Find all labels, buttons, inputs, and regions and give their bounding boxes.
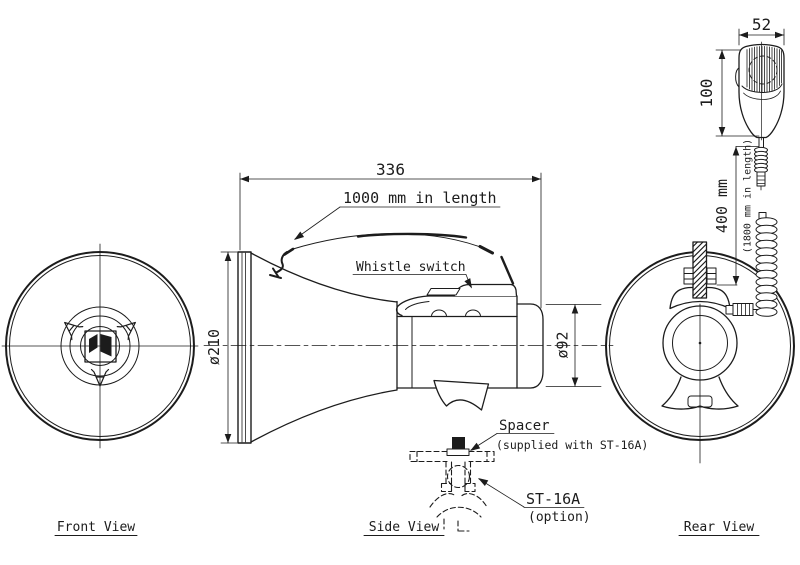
front-driver-circle [69, 315, 131, 377]
st16a-bracket-dashed [409, 450, 495, 532]
horn-top-curve [250, 252, 398, 303]
strap-hook-left [275, 251, 288, 274]
mic-cord-coil [754, 146, 768, 174]
view-labels: Front View Side View Rear View [54, 520, 760, 536]
spacer-callout: Spacer (supplied with ST-16A) [470, 418, 648, 452]
front-view-label: Front View [57, 520, 135, 535]
dimension-mic-cord: 400 mm (1800 mm in length) [713, 139, 760, 286]
side-view-drawing [203, 232, 614, 444]
coiled-cord [755, 212, 778, 317]
st16a-text: ST-16A [526, 490, 580, 508]
brand-logo-icon [89, 334, 98, 353]
microphone-drawing [735, 41, 785, 191]
mic-grill-edge-lower [743, 90, 781, 100]
st16a-bracket-assembly [409, 437, 495, 532]
strap-length-text: 1000 mm in length [343, 189, 497, 207]
mic-capsule-hidden-circle [748, 55, 778, 85]
dimension-mic-height: 100 [697, 49, 760, 137]
front-bezel-circle [80, 326, 120, 366]
dimension-overall-length: 336 [239, 160, 542, 309]
front-bell-rim-outer [5, 251, 195, 441]
dim-mic-width-text: 52 [752, 15, 771, 34]
rear-cap-profile [516, 303, 544, 389]
strap-length-callout: 1000 mm in length [294, 189, 501, 240]
front-bell-rim-inner [9, 255, 191, 437]
side-fin-bracket [433, 379, 490, 411]
side-view-label: Side View [369, 520, 440, 535]
rear-view-drawing [605, 212, 795, 464]
st16a-note-text: (option) [528, 510, 591, 525]
bell-mouth-rim [237, 251, 252, 444]
brand-logo-icon [100, 334, 112, 357]
handle-nose-inner [405, 301, 430, 310]
strap-anchor-left [269, 267, 282, 279]
front-clip-top-right [116, 321, 136, 341]
dimension-mic-width: 52 [738, 15, 785, 46]
horn-bottom-curve [250, 389, 398, 443]
handle-screw-bosses [431, 309, 481, 317]
strap-pad [356, 232, 468, 239]
dim-body-diameter-text: ø92 [554, 331, 572, 358]
spacer-part [452, 437, 465, 449]
mic-grill-edge [741, 83, 783, 93]
rear-view-label: Rear View [684, 520, 755, 535]
dim-mic-cord-note-text: (1800 mm in length) [743, 139, 754, 253]
cord-connector [725, 303, 758, 316]
whistle-switch-block [453, 283, 518, 297]
dim-mic-height-text: 100 [697, 79, 716, 108]
front-logo-plate [84, 330, 117, 363]
hatch-lines [692, 241, 708, 299]
st16a-callout: ST-16A (option) [478, 478, 591, 525]
front-clip-top-left [64, 321, 84, 341]
whistle-switch-text: Whistle switch [356, 260, 466, 275]
strap-hook-right [500, 255, 515, 285]
dim-bell-diameter-text: ø210 [205, 329, 223, 365]
handle-nuts [683, 267, 717, 285]
mic-cord-stub [758, 137, 764, 148]
dim-overall-length-text: 336 [376, 160, 405, 179]
dimension-body-diameter: ø92 [545, 304, 602, 387]
handle-cross-section [683, 241, 717, 299]
spacer-text: Spacer [499, 418, 550, 434]
dim-mic-cord-text: 400 mm [713, 179, 731, 233]
dimension-bell-diameter: ø210 [205, 251, 238, 444]
switch-front-tab [426, 288, 461, 296]
front-clip-bottom [90, 368, 110, 387]
strap-end-right [478, 245, 494, 255]
mic-plug [756, 171, 766, 191]
handle-nose [395, 295, 429, 317]
front-view-drawing [1, 243, 199, 449]
spacer-plate [446, 448, 470, 456]
mic-side-clip [735, 67, 740, 88]
shoulder-strap [269, 232, 515, 285]
whistle-switch-callout: Whistle switch [352, 260, 472, 289]
spacer-note-text: (supplied with ST-16A) [496, 438, 648, 452]
